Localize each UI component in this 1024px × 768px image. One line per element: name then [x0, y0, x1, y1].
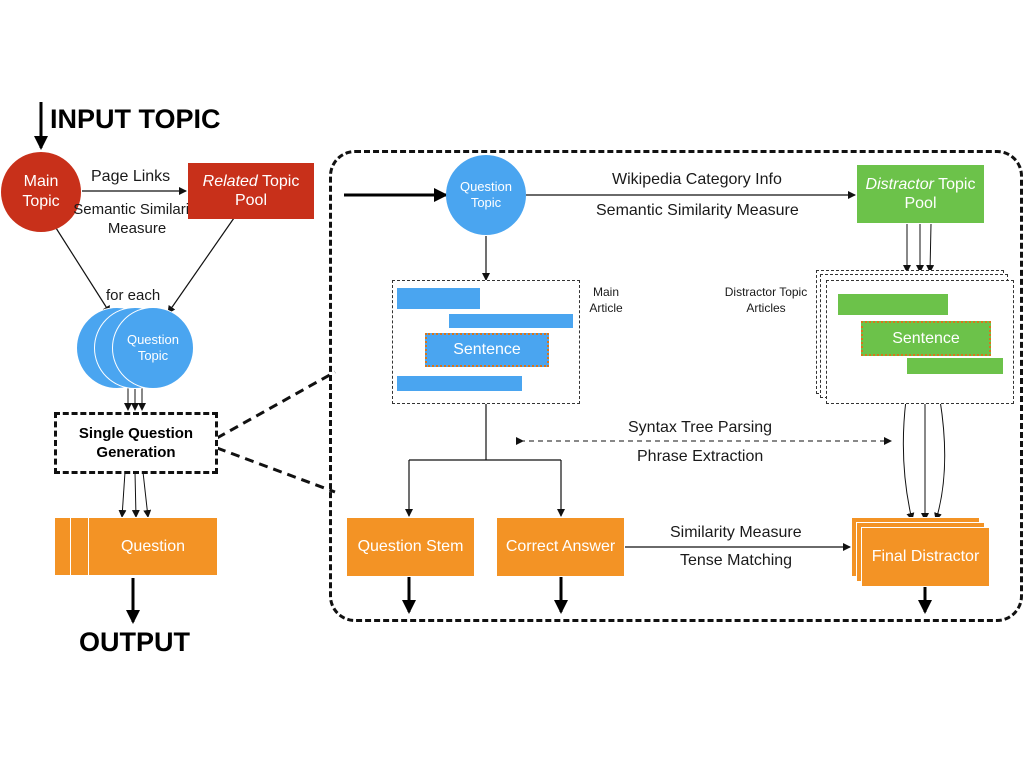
distractor-topic-pool-box: Distractor Topic Pool [857, 165, 984, 223]
semantic-similarity-measure-label: Semantic Similarity Measure [596, 202, 799, 219]
for-each-label: for each [106, 287, 161, 304]
detail-question-topic-node: Question Topic [446, 155, 526, 235]
main-article-line-1 [397, 288, 480, 309]
question-topic-node: Question Topic [112, 307, 194, 389]
detail-panel-border [329, 150, 1023, 622]
main-sentence-box: Sentence [425, 333, 549, 367]
distractor-sentence-box: Sentence [861, 321, 991, 356]
correct-answer-box: Correct Answer [497, 518, 624, 576]
tense-matching-label: Tense Matching [680, 552, 793, 569]
question-topic-small-label: Question Topic [126, 331, 180, 363]
related-rest: Topic Pool [234, 172, 300, 209]
similarity-measure-label: Similarity Measure [670, 524, 802, 541]
distractor-italic: Distractor [865, 175, 934, 193]
detail-question-topic-label: Question Topic [459, 178, 513, 210]
main-topic-node: Main Topic [1, 152, 81, 232]
final-distractor-box: Final Distractor [861, 527, 990, 587]
question-label: Question [120, 537, 186, 555]
syntax-tree-parsing-label: Syntax Tree Parsing [628, 419, 773, 436]
distractor-rest: Topic Pool [904, 175, 976, 212]
output-label: OUTPUT [79, 627, 190, 657]
question-box: Question [88, 517, 218, 576]
main-article-label: Main Article [589, 285, 623, 316]
correct-answer-label: Correct Answer [505, 538, 616, 556]
main-article-line-3 [397, 376, 522, 391]
main-sentence-label: Sentence [453, 341, 521, 359]
main-to-question-arrow [55, 227, 111, 314]
related-italic: Related [202, 172, 258, 190]
related-topic-pool-box: Related Topic Pool [188, 163, 314, 219]
question-stem-label: Question Stem [357, 538, 464, 556]
distractor-sentence-label: Sentence [892, 329, 960, 347]
question-stem-box: Question Stem [347, 518, 474, 576]
final-distractor-label: Final Distractor [871, 548, 980, 566]
single-question-generation-box: Single Question Generation [54, 412, 218, 474]
input-topic-label: INPUT TOPIC [50, 104, 221, 134]
distractor-articles-label: Distractor Topic Articles [724, 285, 808, 316]
semantic-similarity-label: Semantic Similarity Measure [73, 201, 201, 238]
single-question-generation-label: Single Question Generation [78, 424, 194, 462]
phrase-extraction-label: Phrase Extraction [637, 448, 764, 465]
page-links-label: Page Links [91, 168, 171, 185]
distractor-article-line-2 [907, 358, 1003, 374]
pool-to-question-arrow [167, 217, 235, 314]
distractor-article-line-1 [838, 294, 948, 315]
main-article-line-2 [449, 314, 573, 328]
wikipedia-category-label: Wikipedia Category Info [612, 171, 782, 188]
main-topic-label: Main Topic [22, 173, 60, 210]
